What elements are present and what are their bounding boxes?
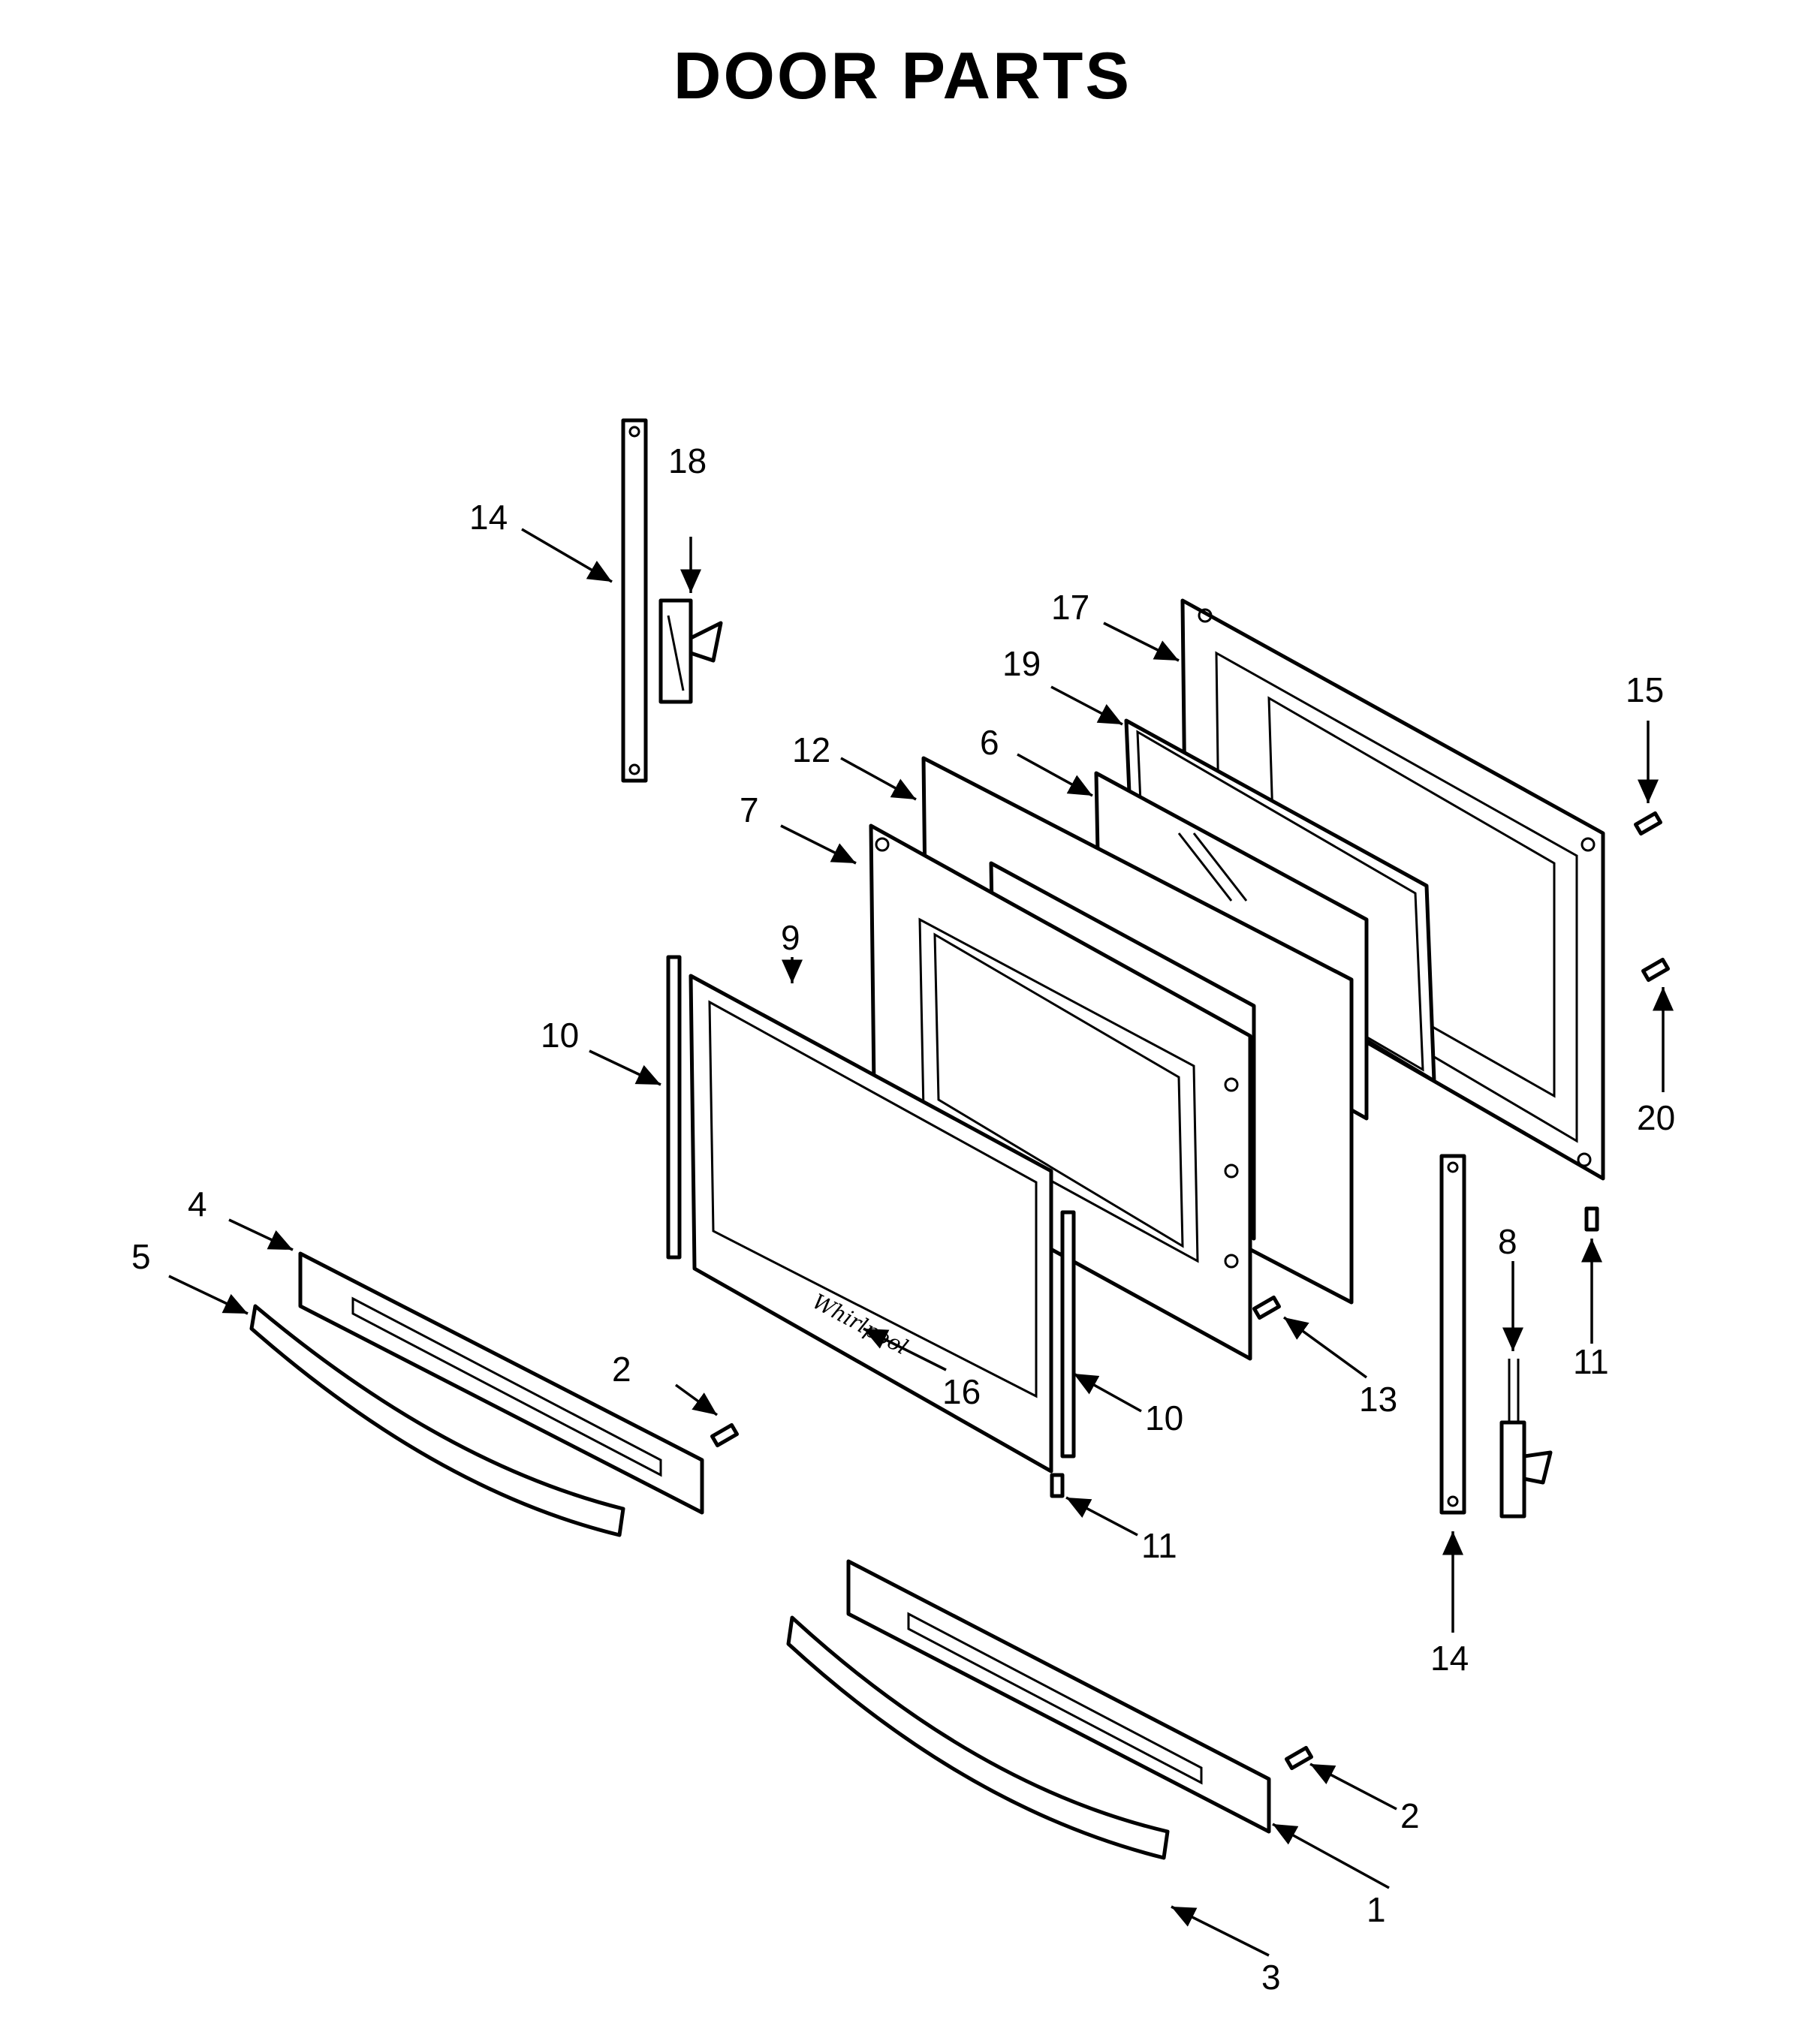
callout-5: 5 [131, 1237, 151, 1276]
drawer-panel-front [846, 1559, 1271, 1834]
callout-10-left: 10 [541, 1016, 579, 1055]
callout-10-right: 10 [1145, 1398, 1183, 1437]
callout-labels: 1 2 2 3 4 5 6 7 8 9 10 10 11 11 11 12 13… [131, 441, 1675, 1997]
page-title: DOOR PARTS [673, 38, 1132, 113]
door-handle-panel [298, 1251, 704, 1515]
callout-3: 3 [1261, 1958, 1281, 1997]
screw-13 [1252, 1295, 1281, 1320]
callout-14-right: 14 [1430, 1639, 1469, 1678]
hinge-channel-right [1439, 1154, 1466, 1515]
side-trim-left [666, 955, 682, 1260]
callout-4: 4 [188, 1185, 207, 1224]
screw-2-top [710, 1422, 739, 1448]
screw-20 [1641, 957, 1670, 983]
callout-15: 15 [1626, 670, 1664, 709]
outer-door-glass-panel [689, 974, 1053, 1474]
callout-17: 17 [1051, 588, 1089, 627]
callout-8: 8 [1498, 1222, 1517, 1261]
callout-19: 19 [1002, 644, 1041, 683]
screw-15 [1634, 811, 1662, 836]
drawer-handle [786, 1615, 1170, 1860]
callout-7: 7 [740, 790, 759, 829]
screw-2-bottom [1285, 1745, 1313, 1771]
callout-1: 1 [1367, 1890, 1386, 1929]
screw-11-right [1584, 1206, 1599, 1232]
callout-12: 12 [792, 730, 830, 769]
door-handle [249, 1304, 625, 1537]
right-hinge [1499, 1359, 1553, 1519]
callout-6: 6 [980, 723, 999, 762]
callout-20: 20 [1637, 1098, 1675, 1137]
leader-lines [168, 528, 1674, 1957]
left-hinge [658, 598, 723, 704]
door-liner-frame [869, 823, 1252, 1361]
side-trim-right [1060, 1210, 1076, 1458]
callout-2-bottom: 2 [1400, 1796, 1420, 1835]
callout-14-left: 14 [469, 498, 508, 537]
callout-16: 16 [942, 1372, 981, 1411]
callout-13: 13 [1359, 1380, 1397, 1419]
callout-18: 18 [668, 441, 707, 480]
callout-2-top: 2 [612, 1350, 631, 1389]
screw-11-center [1050, 1473, 1065, 1498]
callout-11-center: 11 [1141, 1526, 1177, 1565]
callout-9: 9 [781, 918, 800, 957]
hinge-channel-left [621, 418, 648, 783]
callout-11-right: 11 [1573, 1342, 1609, 1381]
